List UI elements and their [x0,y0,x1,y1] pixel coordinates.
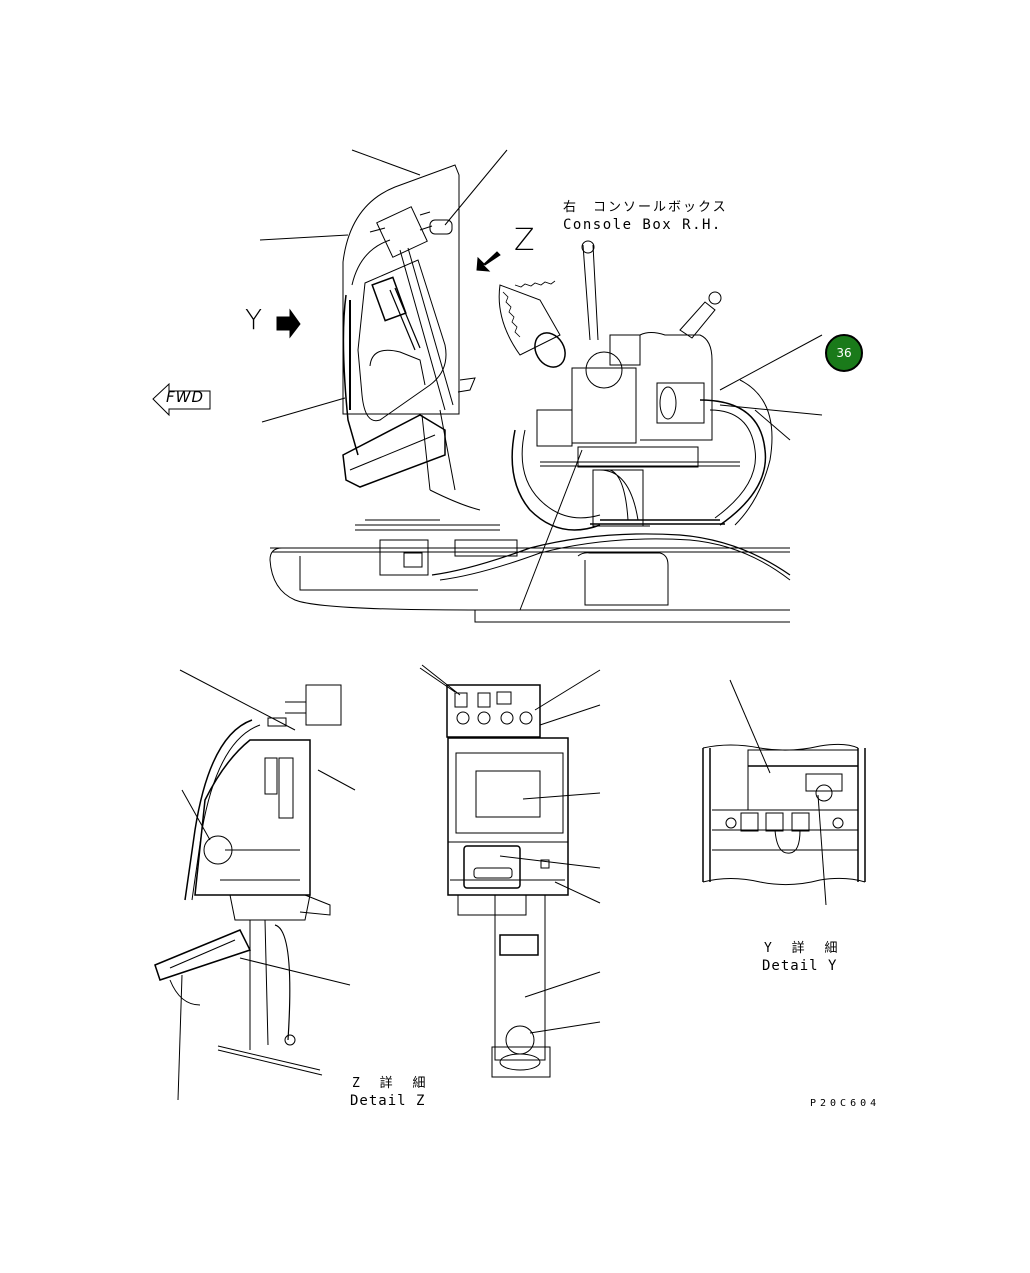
main-assembly-view [259,149,823,623]
fwd-label: FWD [166,388,205,406]
detail-y-view [702,679,866,906]
fwd-arrow-icon [152,382,211,417]
detail-z-view [154,669,356,1101]
reference-badge[interactable]: 36 [825,334,863,372]
title-japanese: 右 コンソールボックス [563,200,728,215]
drawing-number: P20C604 [810,1098,881,1109]
detail-y-label-en: Detail Y [762,958,838,974]
view-marker-z: Z [514,223,535,258]
front-view [419,664,601,1078]
detail-z-label-jp: Z 詳 細 [352,1076,432,1091]
view-marker-y: Y [245,303,263,336]
detail-z-label-en: Detail Z [350,1093,426,1109]
detail-y-label-jp: Y 詳 細 [764,941,844,956]
title-english: Console Box R.H. [563,217,722,233]
badge-number: 36 [836,346,852,360]
